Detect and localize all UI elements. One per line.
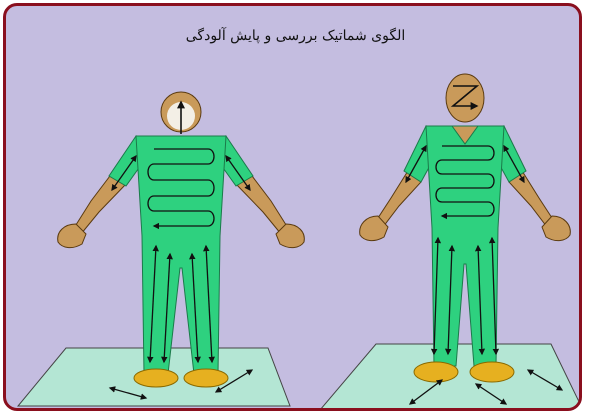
diagram-canvas bbox=[6, 6, 582, 411]
left-shoe-right-figure bbox=[414, 362, 458, 382]
diagram-frame: الگوی شماتیک بررسی و پایش آلودگی bbox=[3, 3, 582, 411]
right-shoe-right-figure bbox=[470, 362, 514, 382]
figure-back-view bbox=[18, 92, 304, 406]
right-shoe-left-figure bbox=[184, 369, 228, 387]
suit-body-left-figure bbox=[136, 136, 226, 374]
left-shoe-left-figure bbox=[134, 369, 178, 387]
head-right-figure bbox=[446, 74, 484, 122]
figure-front-view bbox=[320, 74, 582, 410]
